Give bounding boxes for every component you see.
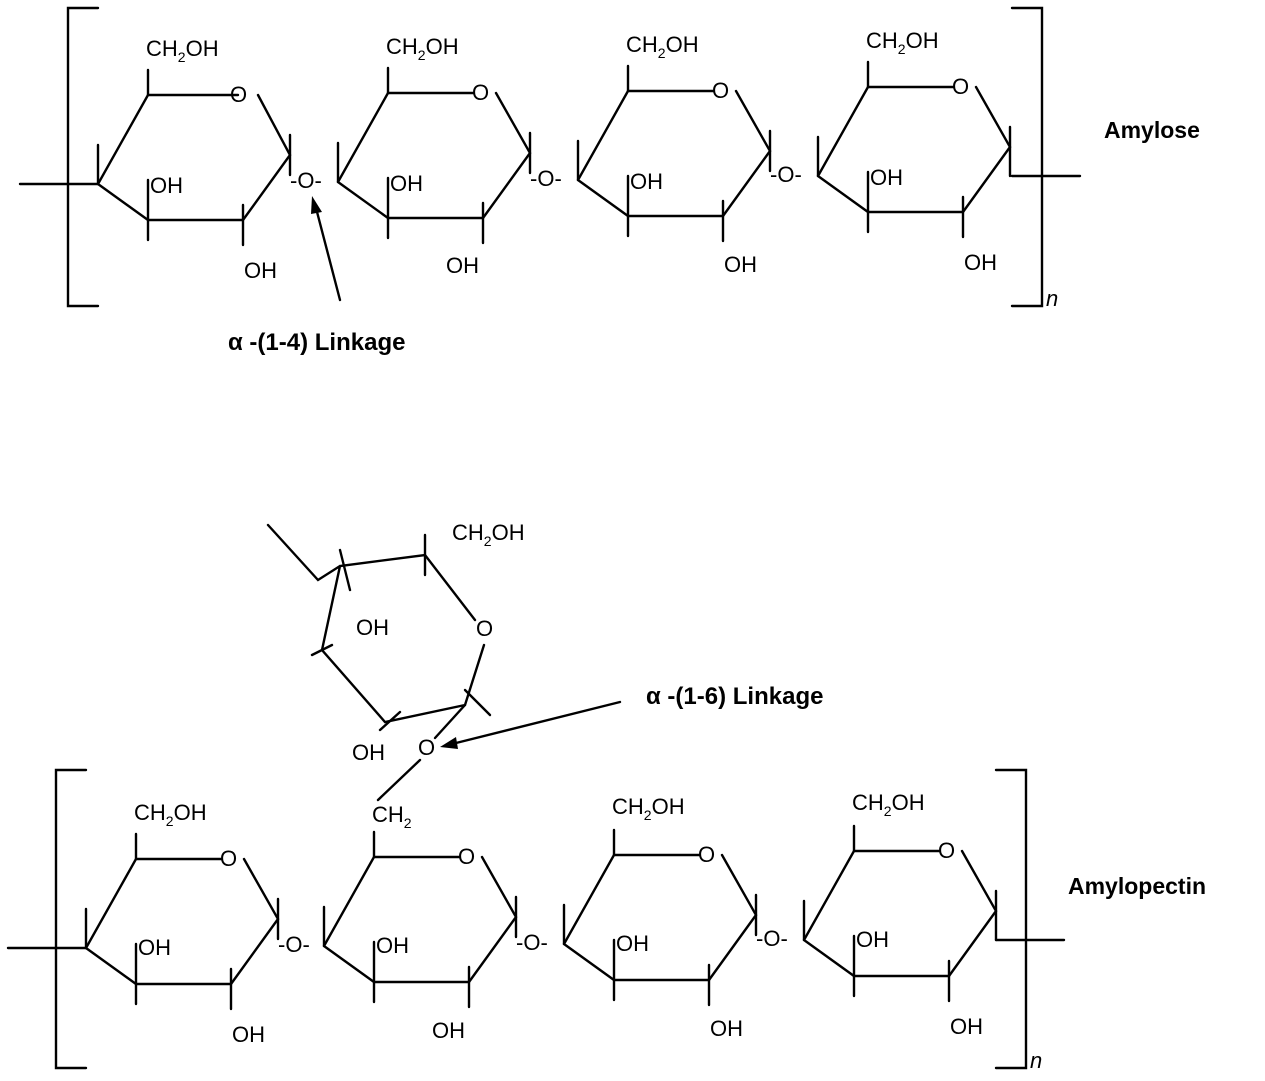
amylose-bridge-oxygen-2: -O- bbox=[530, 166, 562, 191]
amylose-bridge-oxygen-3: -O- bbox=[770, 162, 802, 187]
hydroxyl-c2: OH bbox=[432, 1018, 465, 1043]
alpha-1-4-linkage-label: α -(1-4) Linkage bbox=[228, 329, 405, 356]
amylopectin-glucose-unit-2: O OH OH bbox=[322, 830, 518, 1043]
amylopectin-bridge-oxygen-2: -O- bbox=[516, 930, 548, 955]
amylopectin-repeat-n: n bbox=[1030, 1048, 1042, 1073]
alpha-1-6-arrow bbox=[440, 700, 622, 749]
hydroxyl-c2: OH bbox=[724, 252, 757, 277]
hydroxyl-c3: OH bbox=[856, 927, 889, 952]
hydroxyl-c3: OH bbox=[390, 171, 423, 196]
ring-oxygen: O bbox=[472, 80, 489, 105]
hydroxyl-c3: OH bbox=[616, 931, 649, 956]
amylose-title: Amylose bbox=[1104, 117, 1200, 143]
amylose-repeat-n: n bbox=[1046, 286, 1058, 311]
ch2oh-group: CH2OH bbox=[852, 790, 925, 819]
amylopectin-structure: O CH2OH OH OH O CH2 α -(1-6) Linkage n bbox=[6, 520, 1206, 1073]
amylose-bridge-oxygen-1: -O- bbox=[290, 168, 322, 193]
ring-oxygen: O bbox=[458, 844, 475, 869]
amylose-left-bracket bbox=[66, 6, 100, 308]
hydroxyl-c2: OH bbox=[964, 250, 997, 275]
ring-oxygen: O bbox=[712, 78, 729, 103]
hydroxyl-c2: OH bbox=[710, 1016, 743, 1041]
hydroxyl-c3: OH bbox=[630, 169, 663, 194]
amylopectin-glucose-unit-3: O CH2OH OH OH bbox=[562, 794, 758, 1041]
amylopectin-glucose-unit-4: O CH2OH OH OH bbox=[802, 790, 998, 1039]
hydroxyl-c3: OH bbox=[870, 165, 903, 190]
hydroxyl-c3: OH bbox=[376, 933, 409, 958]
amylopectin-bridge-oxygen-3: -O- bbox=[756, 926, 788, 951]
amylose-glucose-unit-1: O CH2OH OH OH bbox=[96, 36, 292, 283]
amylose-glucose-unit-3: O CH2OH OH OH bbox=[576, 32, 772, 277]
amylopectin-right-bracket bbox=[994, 768, 1028, 1070]
ring-oxygen: O bbox=[230, 82, 247, 107]
hydroxyl-c2: OH bbox=[232, 1022, 265, 1047]
hydroxyl-c2: OH bbox=[352, 740, 385, 765]
amylose-structure: n O CH2OH OH OH -O- O CH2OH bbox=[18, 6, 1200, 356]
ch2-group: CH2 bbox=[372, 802, 412, 831]
ch2oh-group: CH2OH bbox=[626, 32, 699, 61]
ch2oh-group: CH2OH bbox=[452, 520, 525, 549]
ring-oxygen: O bbox=[952, 74, 969, 99]
hydroxyl-c3: OH bbox=[138, 935, 171, 960]
alpha-1-6-bond bbox=[376, 758, 422, 802]
ring-oxygen: O bbox=[476, 616, 493, 641]
ch2oh-group: CH2OH bbox=[146, 36, 219, 65]
hydroxyl-c3: OH bbox=[356, 615, 389, 640]
ch2oh-group: CH2OH bbox=[612, 794, 685, 823]
ring-oxygen: O bbox=[220, 846, 237, 871]
ch2oh-group: CH2OH bbox=[134, 800, 207, 829]
alpha-1-4-arrow bbox=[311, 196, 342, 302]
amylopectin-branch-glucose-unit: O CH2OH OH OH bbox=[266, 520, 525, 765]
alpha-1-6-bridge-oxygen: O bbox=[418, 735, 435, 760]
amylopectin-title: Amylopectin bbox=[1068, 873, 1206, 899]
amylopectin-bridge-oxygen-1: -O- bbox=[278, 932, 310, 957]
amylopectin-glucose-unit-1: O CH2OH OH OH bbox=[84, 800, 280, 1047]
amylose-glucose-unit-4: O CH2OH OH OH bbox=[816, 28, 1012, 275]
ch2oh-group: CH2OH bbox=[866, 28, 939, 57]
ring-oxygen: O bbox=[698, 842, 715, 867]
amylose-glucose-unit-2: O CH2OH OH OH bbox=[336, 34, 532, 278]
ring-oxygen: O bbox=[938, 838, 955, 863]
ch2oh-group: CH2OH bbox=[386, 34, 459, 63]
amylose-right-bracket bbox=[1010, 6, 1044, 308]
hydroxyl-c2: OH bbox=[244, 258, 277, 283]
hydroxyl-c2: OH bbox=[446, 253, 479, 278]
hydroxyl-c2: OH bbox=[950, 1014, 983, 1039]
alpha-1-6-linkage-label: α -(1-6) Linkage bbox=[646, 683, 823, 710]
hydroxyl-c3: OH bbox=[150, 173, 183, 198]
amylopectin-left-bracket bbox=[54, 768, 88, 1070]
